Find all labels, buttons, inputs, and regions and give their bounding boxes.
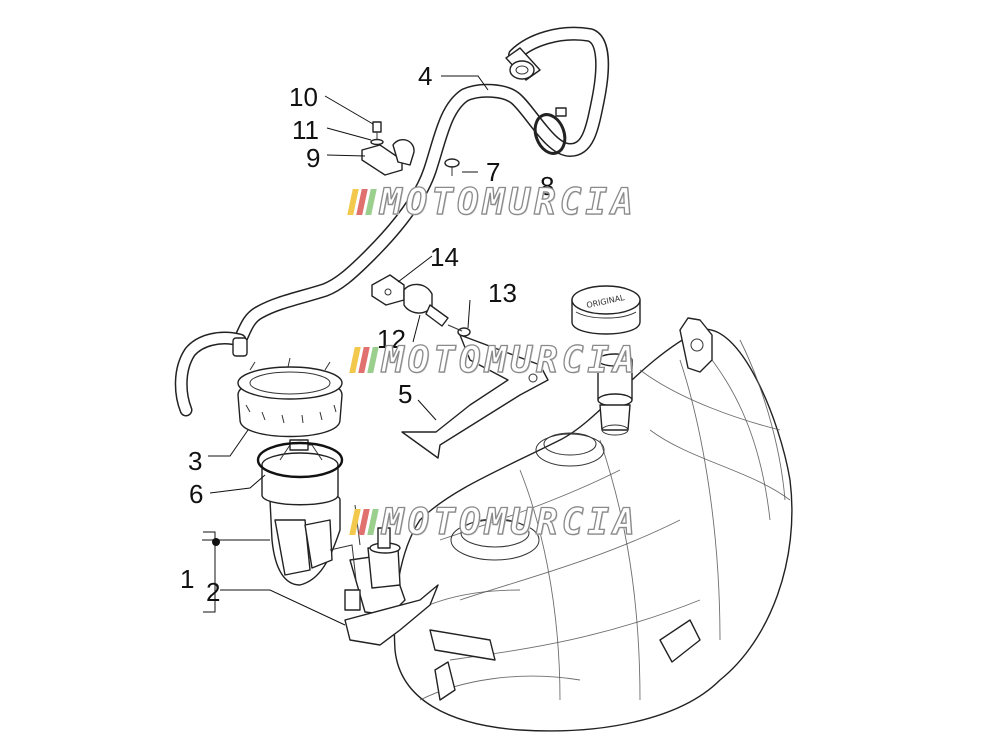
washer-11 — [370, 138, 384, 146]
fuel-tank — [393, 317, 793, 732]
callout-11: 11 — [292, 115, 319, 145]
pump-ring-nut — [237, 357, 343, 438]
screw-7 — [444, 158, 460, 176]
callout-1-dot — [212, 538, 220, 546]
callout-6: 6 — [189, 479, 203, 509]
leader-lines — [202, 75, 489, 626]
clip-14 — [371, 274, 405, 306]
callout-14: 14 — [430, 242, 459, 272]
callout-12: 12 — [377, 324, 406, 354]
heat-shield-5 — [401, 334, 549, 459]
fuel-hose — [174, 26, 610, 417]
fuel-pump-assembly — [261, 439, 439, 646]
filler-neck — [597, 353, 633, 436]
callout-2: 2 — [206, 577, 220, 607]
callout-13: 13 — [488, 278, 517, 308]
callout-10: 10 — [289, 82, 318, 112]
hose-clamp — [533, 107, 567, 155]
callout-numbers: 1 2 3 4 5 6 7 8 9 10 11 12 13 14 — [180, 61, 554, 607]
screw-13 — [447, 324, 471, 337]
callout-9: 9 — [306, 143, 320, 173]
hose-holder-12 — [403, 283, 449, 327]
callout-5: 5 — [398, 379, 412, 409]
bracket-9 — [361, 138, 415, 176]
pump-seal-ring — [256, 441, 344, 479]
callout-4: 4 — [418, 61, 432, 91]
callout-3: 3 — [188, 446, 202, 476]
callout-8: 8 — [540, 171, 554, 201]
callout-1: 1 — [180, 564, 194, 594]
fuel-cap: ORIGINAL — [571, 285, 641, 335]
callout-7: 7 — [486, 157, 500, 187]
